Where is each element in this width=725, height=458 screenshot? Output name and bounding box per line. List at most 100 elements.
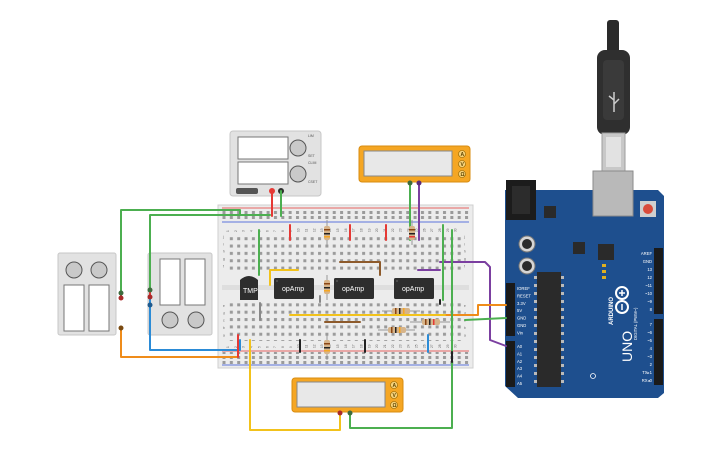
column-number: 23 (399, 344, 403, 348)
chip-pin (561, 308, 564, 311)
ps-knob-label: CSET (308, 180, 318, 184)
chip-pin (561, 340, 564, 343)
wire-orange[interactable] (120, 327, 239, 358)
resistor[interactable] (378, 327, 415, 333)
analog-pin-label: A5 (517, 381, 523, 386)
digital-header-label: DIGITAL (PWM~) (633, 307, 638, 340)
power-pin-label: 3.3V (517, 301, 526, 306)
ps-voltage-knob[interactable] (289, 139, 307, 157)
knob-icon[interactable] (90, 261, 108, 279)
digital-pin-label: 2 (650, 362, 653, 367)
digital-pin-label: GND (643, 259, 652, 264)
tmp-sensor[interactable]: TMP (240, 276, 258, 300)
meter-mode-volts[interactable]: V (393, 393, 397, 399)
switch-module-left[interactable] (57, 252, 117, 336)
wire-yellow[interactable] (249, 339, 341, 431)
meter-mode-amps[interactable]: A (461, 152, 465, 158)
chip-pin (561, 364, 564, 367)
column-number: 13 (320, 344, 324, 348)
column-number: 17 (352, 228, 356, 232)
resistor[interactable] (324, 335, 330, 360)
analog-pin-label: A4 (517, 374, 523, 379)
row-letter: h (464, 250, 466, 254)
chip-pin (561, 348, 564, 351)
resistor[interactable] (410, 319, 450, 325)
ps-power-switch[interactable] (236, 188, 258, 194)
opamp-label: opAmp (282, 286, 304, 293)
power-pin-label: IOREF (517, 286, 530, 291)
row-letter: e (464, 304, 466, 308)
digital-header-top[interactable] (654, 248, 663, 314)
wires[interactable] (120, 181, 507, 431)
column-number: 1 (226, 230, 230, 232)
resistor[interactable] (324, 220, 330, 245)
wire-orange[interactable] (444, 304, 507, 316)
wire-yellow[interactable] (269, 269, 299, 286)
row-letter: d (223, 311, 225, 315)
resistors[interactable] (324, 220, 450, 360)
column-number: 30 (454, 344, 458, 348)
usb-cable[interactable] (597, 20, 630, 172)
digital-header-bottom[interactable] (654, 319, 663, 385)
digital-pin-label: ~6 (647, 330, 652, 335)
opamp-chip-2[interactable]: opAmp (334, 278, 374, 299)
chip-pin (561, 356, 564, 359)
column-number: 24 (407, 344, 411, 348)
multimeter-bottom[interactable]: A V Ω (291, 377, 404, 413)
chip-pin (534, 308, 537, 311)
reset-button[interactable] (643, 204, 653, 214)
wire-green[interactable] (149, 214, 271, 291)
knob-icon[interactable] (65, 261, 83, 279)
chip-pin (561, 276, 564, 279)
analog-pin-label: A0 (517, 344, 523, 349)
analog-header[interactable] (506, 341, 515, 387)
meter-mode-amps[interactable]: A (393, 383, 397, 389)
opamp-chip-3[interactable]: opAmp (394, 278, 434, 299)
arduino-uno-board[interactable]: ARDUINO UNO DIGITAL (PWM~) IOREFRESET3.3… (505, 170, 664, 398)
chip-pin (561, 380, 564, 383)
wire-green[interactable] (464, 317, 507, 321)
switch-module-right[interactable] (147, 252, 213, 336)
knob-icon[interactable] (161, 311, 179, 329)
wire-purple[interactable] (439, 261, 507, 347)
wire-blue[interactable] (149, 296, 241, 351)
column-number: 25 (414, 344, 418, 348)
column-number: 15 (336, 344, 340, 348)
ps-current-knob[interactable] (289, 165, 307, 183)
chip-pin (561, 300, 564, 303)
multimeter-top[interactable]: A V Ω (358, 145, 471, 183)
chip-pin (561, 284, 564, 287)
opamp-chip-1[interactable]: opAmp (274, 278, 314, 299)
meter-mode-ohms[interactable]: Ω (461, 172, 465, 178)
column-number: 1 (226, 346, 230, 348)
resistor[interactable] (324, 275, 330, 300)
chip-pin (534, 284, 537, 287)
row-letter: j (222, 235, 224, 239)
column-number: 24 (407, 228, 411, 232)
column-number: 16 (344, 228, 348, 232)
meter-mode-ohms[interactable]: Ω (393, 403, 397, 409)
ps-knob-label: LIM (308, 134, 314, 138)
power-supply[interactable]: LIM SET CLIM CSET (229, 130, 322, 197)
column-number: 12 (312, 344, 316, 348)
wire-green[interactable] (349, 229, 453, 429)
chip-pin (534, 356, 537, 359)
chip-pin (534, 332, 537, 335)
knob-icon[interactable] (187, 311, 205, 329)
resistor[interactable] (409, 220, 415, 245)
meter-mode-volts[interactable]: V (461, 162, 465, 168)
row-letter: b (223, 326, 225, 330)
column-number: 29 (446, 228, 450, 232)
column-number: 11 (305, 344, 309, 348)
column-number: 7 (273, 346, 277, 348)
row-letter: c (223, 319, 225, 323)
column-number: 6 (265, 230, 269, 232)
power-header[interactable] (506, 283, 515, 336)
column-number: 14 (328, 344, 332, 348)
resistor[interactable] (382, 308, 420, 314)
ps-knob-label: CLIM (308, 161, 316, 165)
wire-brown[interactable] (339, 261, 381, 276)
wire-green[interactable] (120, 209, 241, 294)
